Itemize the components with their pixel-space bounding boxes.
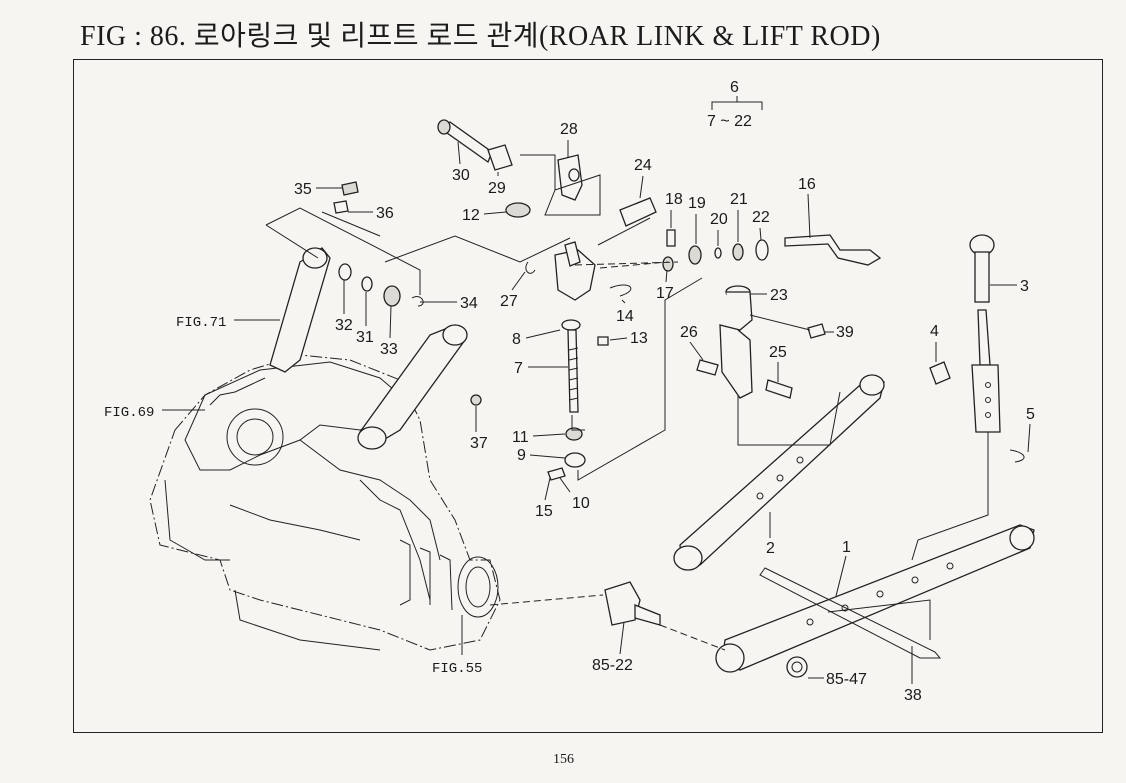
lower-link-short xyxy=(673,374,885,571)
fig-ref-69: FIG.69 xyxy=(104,405,154,421)
callout-9: 9 xyxy=(517,447,526,464)
group-label: 6 7 ~ 22 xyxy=(707,79,752,130)
callout-29: 29 xyxy=(488,180,506,197)
callout-26: 26 xyxy=(680,324,698,341)
callout-24: 24 xyxy=(634,157,652,174)
callout-32: 32 xyxy=(335,317,353,334)
callout-13: 13 xyxy=(630,330,648,347)
figure-references: FIG.71 FIG.69 FIG.55 xyxy=(104,315,482,677)
callout-19: 19 xyxy=(688,195,706,212)
lower-link-long xyxy=(715,524,1035,673)
callout-2: 2 xyxy=(766,540,775,557)
callout-12: 12 xyxy=(462,207,480,224)
callout-33: 33 xyxy=(380,341,398,358)
callout-30: 30 xyxy=(452,167,470,184)
callout-10: 10 xyxy=(572,495,590,512)
callout-1: 1 xyxy=(842,539,851,556)
diagram-frame xyxy=(73,59,1103,733)
page-title: FIG : 86. 로아링크 및 리프트 로드 관계(ROAR LINK & L… xyxy=(80,21,881,52)
callout-37: 37 xyxy=(470,435,488,452)
callout-23: 23 xyxy=(770,287,788,304)
callout-28: 28 xyxy=(560,121,578,138)
callout-7: 7 xyxy=(514,360,523,377)
transmission-housing xyxy=(149,354,501,651)
callout-22: 22 xyxy=(752,209,770,226)
callout-31: 31 xyxy=(356,329,374,346)
page-number: 156 xyxy=(553,752,574,767)
lower-bracket xyxy=(696,285,826,399)
fig-ref-55: FIG.55 xyxy=(432,661,482,677)
callout-39: 39 xyxy=(836,324,854,341)
lift-arm-hardware xyxy=(333,181,424,307)
callout-35: 35 xyxy=(294,181,312,198)
callout-85-47: 85-47 xyxy=(826,671,867,688)
lift-rod xyxy=(929,234,1025,463)
callout-38: 38 xyxy=(904,687,922,704)
callout-18: 18 xyxy=(665,191,683,208)
callout-20: 20 xyxy=(710,211,728,228)
callout-15: 15 xyxy=(535,503,553,520)
callout-21: 21 xyxy=(730,191,748,208)
callout-34: 34 xyxy=(460,295,478,312)
callout-8: 8 xyxy=(512,331,521,348)
part-callouts: 1 2 3 4 5 7 8 9 10 11 12 13 14 15 16 17 … xyxy=(294,121,1035,704)
fig-ref-71: FIG.71 xyxy=(176,315,226,331)
callout-36: 36 xyxy=(376,205,394,222)
callout-25: 25 xyxy=(769,344,787,361)
callout-17: 17 xyxy=(656,285,674,302)
lift-arms xyxy=(269,247,468,450)
callout-85-22: 85-22 xyxy=(592,657,633,674)
group-range: 7 ~ 22 xyxy=(707,113,752,130)
pivot-bracket xyxy=(604,581,661,626)
callout-27: 27 xyxy=(500,293,518,310)
callout-14: 14 xyxy=(616,308,634,325)
callout-5: 5 xyxy=(1026,406,1035,423)
center-assembly xyxy=(437,119,882,481)
group-number: 6 xyxy=(730,79,739,96)
callout-16: 16 xyxy=(798,176,816,193)
callout-4: 4 xyxy=(930,323,939,340)
callout-3: 3 xyxy=(1020,278,1029,295)
stabilizer-chain xyxy=(759,567,942,678)
callout-11: 11 xyxy=(512,429,529,446)
leader-lines xyxy=(265,96,989,651)
